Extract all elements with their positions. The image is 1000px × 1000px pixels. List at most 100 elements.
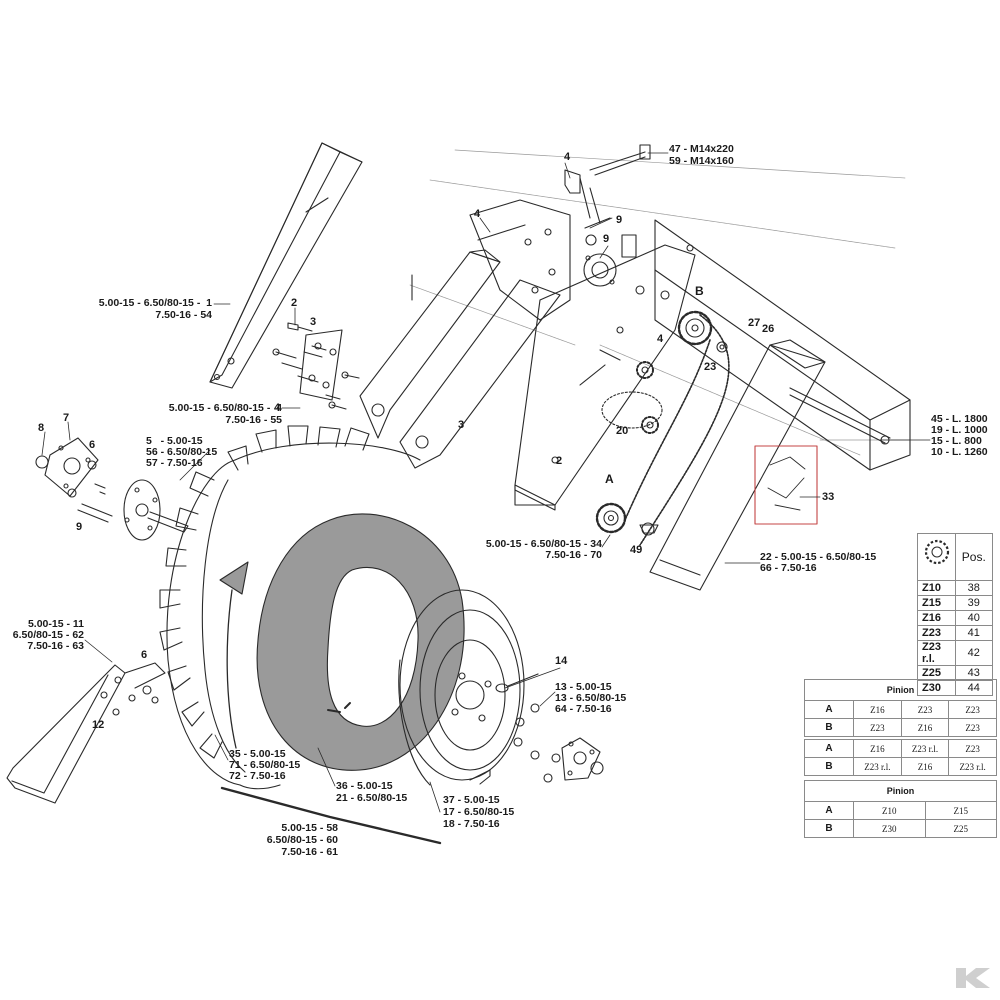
callout-8: 8 xyxy=(38,422,45,434)
safety-decal xyxy=(754,445,818,525)
table-cell: Z23 r.l. xyxy=(948,757,997,776)
tyre-label-1: 35 - 5.00-15 xyxy=(229,748,286,760)
tyre-label-3: 72 - 7.50-16 xyxy=(229,770,286,782)
pos-icon-cell xyxy=(917,533,956,581)
table-cell: 42 xyxy=(954,640,994,666)
callout-2: 2 xyxy=(556,455,563,467)
wheel-assembly-bracket xyxy=(220,786,442,845)
table-cell: Z23 r.l. xyxy=(917,640,956,666)
rim-bolt-label-1: 13 - 5.00-15 xyxy=(555,681,612,693)
table-cell: Z10 xyxy=(853,801,926,820)
callout-6: 6 xyxy=(89,439,96,451)
table-cell: B xyxy=(804,757,854,776)
scraper-label-2: 6.50/80-15 - 62 xyxy=(12,629,84,641)
shaft-label-1: 45 - L. 1800 xyxy=(931,413,988,425)
callout-33: 33 xyxy=(822,491,835,503)
callout-A: A xyxy=(605,472,614,486)
bolt-label-1: 47 - M14x220 xyxy=(669,143,734,155)
table-cell: Z16 xyxy=(853,700,902,719)
hub-axle xyxy=(77,479,189,541)
table-cell: Z15 xyxy=(924,801,997,820)
callout-27: 27 xyxy=(748,317,761,329)
table-cell: Z23 r.l. xyxy=(853,757,902,776)
square-shaft xyxy=(654,219,911,471)
sprocket-b xyxy=(677,310,713,346)
table-cell: Z16 xyxy=(900,718,950,737)
table-cell: Z16 xyxy=(853,739,902,758)
wheel-label-1: 5.00-15 - 58 xyxy=(281,822,338,834)
callout-4: 4 xyxy=(564,151,571,163)
tyre-label-2: 71 - 6.50/80-15 xyxy=(229,759,301,771)
wheel-label-2: 6.50/80-15 - 60 xyxy=(266,834,338,846)
wheel-label-3: 7.50-16 - 61 xyxy=(281,846,338,858)
inner-tube xyxy=(256,513,465,771)
table-cell: Z23 xyxy=(948,700,997,719)
callout-4: 4 xyxy=(657,333,664,345)
rim-label-2: 17 - 6.50/80-15 xyxy=(443,806,515,818)
table-cell: B xyxy=(804,718,854,737)
callout-20: 20 xyxy=(616,425,629,437)
table-cell: Z23 xyxy=(853,718,902,737)
rim-bolt-label-2: 13 - 6.50/80-15 xyxy=(555,692,627,704)
table-cell: Z16 xyxy=(900,757,950,776)
pinion-title: Pinion xyxy=(804,679,997,701)
bracket-label-1: 5.00-15 - 6.50/80-15 - 4 xyxy=(168,402,282,414)
table-cell: Z25 xyxy=(924,819,997,838)
hub-label-1: 5 - 5.00-15 xyxy=(146,435,203,447)
tube-label-1: 36 - 5.00-15 xyxy=(336,780,393,792)
rim-label-3: 18 - 7.50-16 xyxy=(443,818,500,830)
table-cell: Z23 xyxy=(948,739,997,758)
sprocket-a-label-2: 7.50-16 - 70 xyxy=(545,549,602,561)
rim-label-1: 37 - 5.00-15 xyxy=(443,794,500,806)
table-cell: B xyxy=(804,819,854,838)
hub-plate-right xyxy=(561,737,604,781)
pinion-title: Pinion xyxy=(804,780,997,802)
chain-cover xyxy=(649,339,826,591)
callout-12: 12 xyxy=(92,719,105,731)
shear-pin xyxy=(639,522,659,536)
u-bolt-clamp xyxy=(564,144,651,246)
table-cell: 38 xyxy=(954,580,994,596)
table-cell: 41 xyxy=(954,625,994,641)
table-row: Z23 r.l.42 xyxy=(917,640,994,666)
scraper-label-1: 5.00-15 - 11 xyxy=(27,618,84,630)
callout-14: 14 xyxy=(555,655,568,667)
assembly-axis-lines xyxy=(409,149,911,456)
callout-7: 7 xyxy=(63,412,70,424)
callout-3: 3 xyxy=(310,316,317,328)
callout-26: 26 xyxy=(762,323,775,335)
sprocket-a-label-1: 5.00-15 - 6.50/80-15 - 34 xyxy=(485,538,602,550)
table-cell: Z23 xyxy=(900,700,950,719)
shaft-label-4: 10 - L. 1260 xyxy=(931,446,988,458)
table-cell: Z30 xyxy=(853,819,926,838)
cover-label-2: 66 - 7.50-16 xyxy=(760,562,817,574)
wheel-hub-flange xyxy=(35,437,99,498)
table-cell: Z16 xyxy=(917,610,956,626)
callout-2: 2 xyxy=(291,297,298,309)
rim-nuts xyxy=(513,703,561,783)
mounting-plate xyxy=(272,322,360,410)
chain-side-plate xyxy=(514,244,696,511)
shaft-label-3: 15 - L. 800 xyxy=(931,435,982,447)
scraper-blade xyxy=(6,662,166,804)
hub-label-2: 56 - 6.50/80-15 xyxy=(146,446,218,458)
tyre-valve xyxy=(495,673,539,693)
table-cell: 40 xyxy=(954,610,994,626)
rotation-arrow xyxy=(219,561,249,749)
table-cell: Z23 xyxy=(917,625,956,641)
scraper-label-3: 7.50-16 - 63 xyxy=(27,640,84,652)
bearing-flange xyxy=(583,244,694,287)
